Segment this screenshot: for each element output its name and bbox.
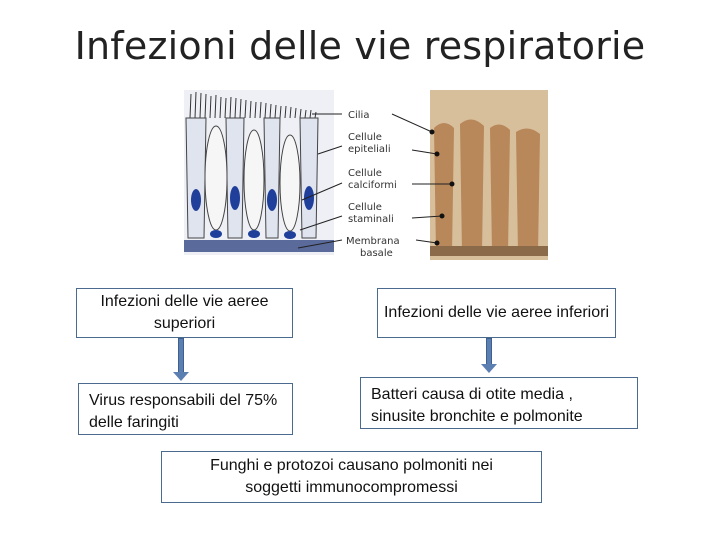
label-epithelial-1: Cellule xyxy=(348,132,382,143)
label-membrane-2: basale xyxy=(360,248,393,259)
bacteria-box: Batteri causa di otite media , sinusite … xyxy=(360,377,638,429)
virus-text: Virus responsabili del 75% delle faringi… xyxy=(89,392,277,431)
label-epithelial-2: epiteliali xyxy=(348,144,391,155)
label-stem-2: staminali xyxy=(348,214,394,225)
label-membrane-1: Membrana xyxy=(346,236,400,247)
lower-airway-text: Infezioni delle vie aeree inferiori xyxy=(384,302,609,324)
epithelium-svg: Cilia Cellule epiteliali Cellule calcifo… xyxy=(182,88,550,264)
label-stem-1: Cellule xyxy=(348,202,382,213)
arrow-down-left xyxy=(178,338,184,374)
upper-airway-box: Infezioni delle vie aeree superiori xyxy=(76,288,293,338)
fungi-text: Funghi e protozoi causano polmoniti nei … xyxy=(182,455,521,499)
fungi-box: Funghi e protozoi causano polmoniti nei … xyxy=(161,451,542,503)
label-goblet-2: calciformi xyxy=(348,180,397,191)
slide-title: Infezioni delle vie respiratorie xyxy=(0,24,720,68)
upper-airway-text: Infezioni delle vie aeree superiori xyxy=(77,291,292,335)
label-cilia: Cilia xyxy=(348,110,369,121)
arrow-down-right xyxy=(486,338,492,366)
micrograph-base xyxy=(430,246,548,256)
epithelium-illustration: Cilia Cellule epiteliali Cellule calcifo… xyxy=(182,88,550,264)
bacteria-text: Batteri causa di otite media , sinusite … xyxy=(371,386,583,425)
lower-airway-box: Infezioni delle vie aeree inferiori xyxy=(377,288,616,338)
label-goblet-1: Cellule xyxy=(348,168,382,179)
goblet-cells xyxy=(205,126,300,231)
virus-box: Virus responsabili del 75% delle faringi… xyxy=(78,383,293,435)
